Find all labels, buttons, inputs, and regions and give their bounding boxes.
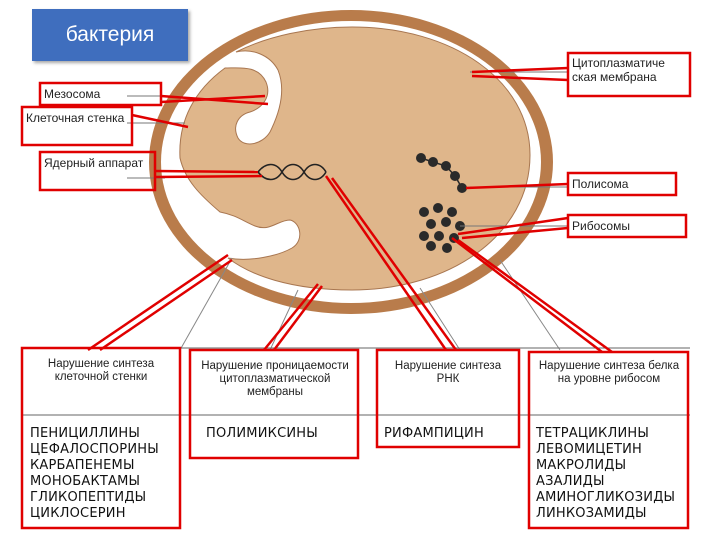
drug-item: ТЕТРАЦИКЛИНЫ — [536, 426, 650, 441]
diagram-title: бактерия — [32, 9, 188, 61]
drug-item: ЛИНКОЗАМИДЫ — [536, 506, 647, 521]
drug-list-membrane: ПОЛИМИКСИНЫ — [206, 426, 318, 442]
drug-list-ribosome: ТЕТРАЦИКЛИНЫ ЛЕВОМИЦЕТИН МАКРОЛИДЫ АЗАЛИ… — [536, 426, 675, 522]
funnel-lines — [179, 257, 561, 351]
nuclear-chain — [257, 163, 327, 181]
label-nuclear-apparatus: Ядерный аппарат — [44, 156, 144, 170]
drug-item: КАРБАПЕНЕМЫ — [30, 458, 135, 473]
label-polysome: Полисома — [572, 177, 629, 191]
label-cell-wall: Клеточная стенка — [26, 111, 125, 125]
column-header-membrane: Нарушение проницаемости цитоплазматическ… — [201, 360, 349, 398]
drug-item: АЗАЛИДЫ — [536, 474, 605, 489]
drug-list-rna: РИФАМПИЦИН — [384, 426, 484, 442]
drug-item: ЦИКЛОСЕРИН — [30, 506, 126, 521]
drug-list-cell-wall: ПЕНИЦИЛЛИНЫ ЦЕФАЛОСПОРИНЫ КАРБАПЕНЕМЫ МО… — [30, 426, 159, 522]
drug-item: ПОЛИМИКСИНЫ — [206, 426, 318, 441]
drug-item: МАКРОЛИДЫ — [536, 458, 627, 473]
drug-item: ПЕНИЦИЛЛИНЫ — [30, 426, 141, 441]
ribosome-dots — [419, 203, 465, 253]
label-mesosome: Мезосома — [44, 87, 101, 101]
column-header-rna: Нарушение синтеза РНК — [394, 360, 502, 385]
drug-item: РИФАМПИЦИН — [384, 426, 484, 441]
drug-item: АМИНОГЛИКОЗИДЫ — [536, 490, 676, 505]
red-pointer-lines — [87, 66, 613, 354]
drug-item: ЦЕФАЛОСПОРИНЫ — [30, 442, 159, 457]
label-ribosomes: Рибосомы — [572, 219, 630, 233]
column-header-ribosome: Нарушение синтеза белка на уровне рибосо… — [538, 360, 680, 385]
polysome-dots — [416, 153, 467, 193]
label-cytoplasmic-membrane: Цитоплазматиче ская мембрана — [572, 56, 665, 84]
drug-item: ЛЕВОМИЦЕТИН — [536, 442, 643, 457]
column-header-cell-wall: Нарушение синтеза клеточной стенки — [47, 358, 155, 383]
drug-item: МОНОБАКТАМЫ — [30, 474, 141, 489]
drug-item: ГЛИКОПЕПТИДЫ — [30, 490, 147, 505]
